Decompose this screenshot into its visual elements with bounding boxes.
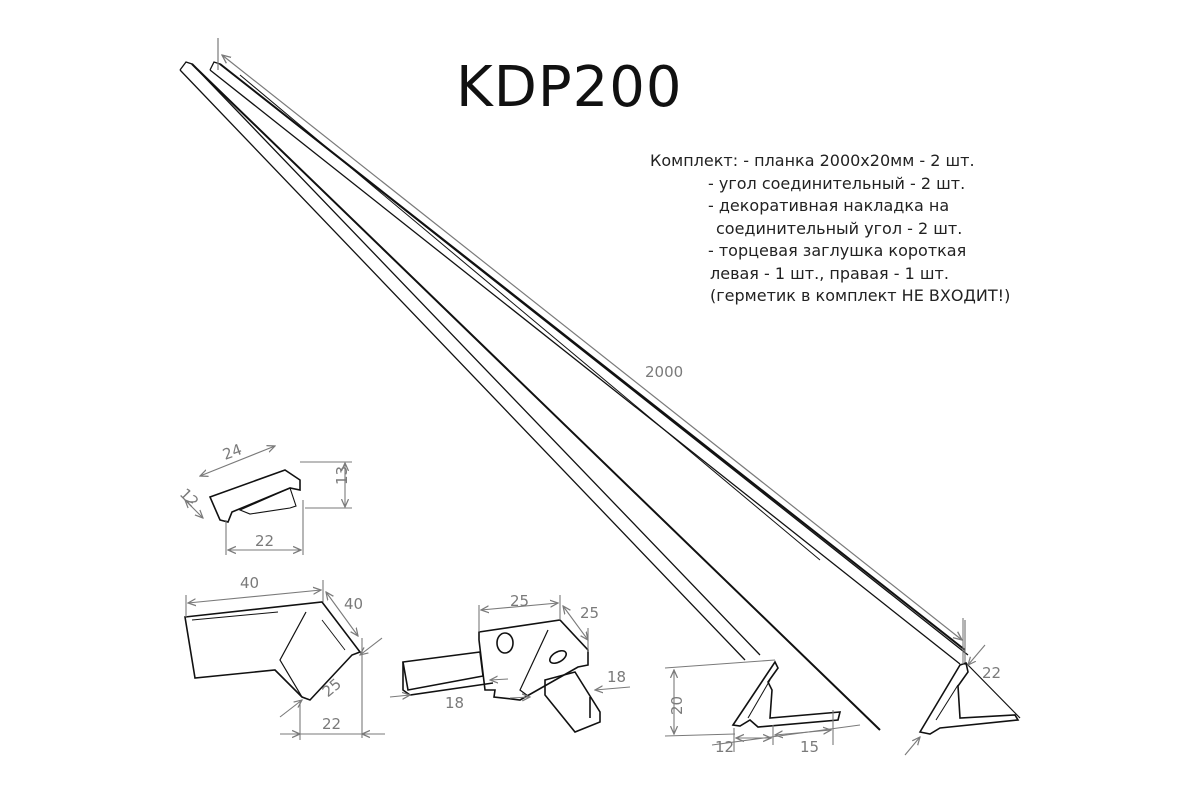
dim-length-label: 2000 [645,363,683,381]
end-cap-height: 13 [333,466,351,485]
connector-leg-left: 18 [445,694,464,712]
deco-side-b: 40 [344,595,363,613]
deco-width: 22 [322,715,341,733]
profile-section-dimensions [664,659,861,752]
profile-end-width: 22 [982,664,1001,682]
profile-end-dimensions [904,618,986,756]
end-cap-dimensions [185,446,352,555]
end-cap-length: 24 [220,440,244,463]
connector-leg-right: 18 [607,668,626,686]
connector-side-a: 25 [510,592,529,610]
profile-lip: 12 [715,738,734,756]
profile-height: 20 [668,696,686,715]
connector-side-b: 25 [580,604,599,622]
deco-diag: 25 [319,675,345,701]
long-strip-left [179,61,881,731]
end-cap-depth: 12 [176,485,202,511]
profile-section-part [731,660,842,728]
decorative-corner-dimensions [185,580,385,740]
connector-corner-part [402,619,601,733]
long-strip-right [209,61,969,665]
profile-end-part [918,661,1021,735]
end-cap-part [208,469,301,523]
deco-side-a: 40 [240,574,259,592]
connector-corner-dimensions [389,595,631,698]
profile-flange: 15 [800,738,819,756]
end-cap-width: 22 [255,532,274,550]
dimension-length: 2000 [217,38,966,665]
